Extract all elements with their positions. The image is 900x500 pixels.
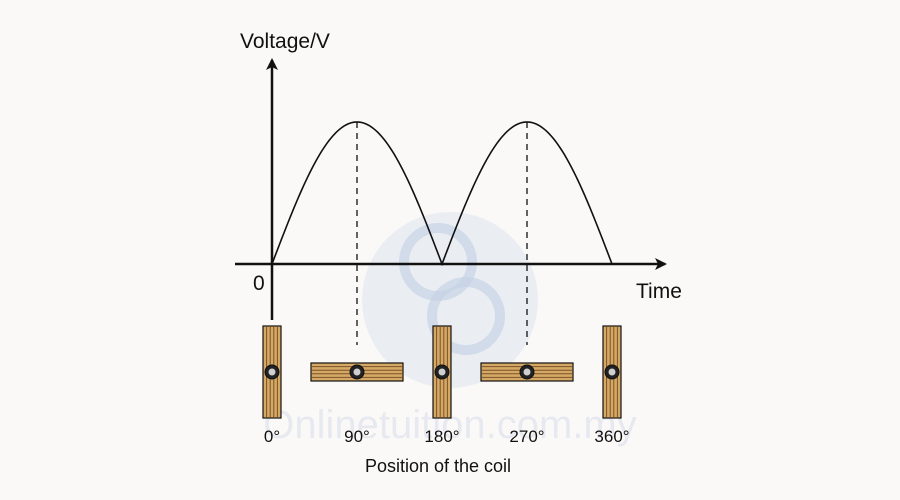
angle-label-90: 90° — [344, 427, 370, 446]
coil-270 — [480, 362, 574, 382]
rectified-sine-curve — [271, 121, 613, 267]
x-axis-label: Time — [636, 280, 682, 303]
watermark-logo — [362, 212, 538, 388]
coil-360 — [602, 325, 622, 419]
angle-label-270: 270° — [509, 427, 544, 446]
coil-0 — [262, 325, 282, 419]
waveform — [271, 121, 613, 345]
angle-label-0: 0° — [264, 427, 280, 446]
y-axis-label: Voltage/V — [240, 30, 330, 53]
angle-label-360: 360° — [594, 427, 629, 446]
angle-labels: 0° 90° 180° 270° 360° — [264, 427, 630, 446]
coil-position-caption: Position of the coil — [365, 456, 511, 476]
angle-label-180: 180° — [424, 427, 459, 446]
origin-label: 0 — [253, 272, 265, 295]
coil-90 — [310, 362, 404, 382]
coil-180 — [432, 325, 452, 419]
coil-positions — [262, 325, 622, 419]
